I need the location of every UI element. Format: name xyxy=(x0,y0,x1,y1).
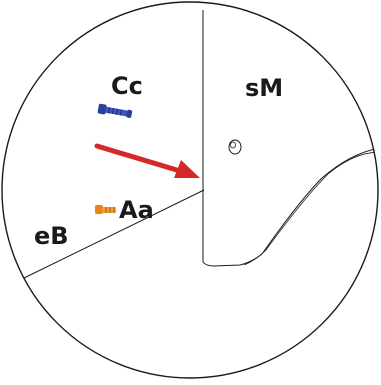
blue-screw-icon xyxy=(97,103,133,118)
detail-circle xyxy=(1,1,379,379)
label-sm: sM xyxy=(245,74,284,102)
hole-icon xyxy=(228,139,242,155)
label-cc: Cc xyxy=(111,72,143,100)
orange-screw-icon xyxy=(95,205,116,214)
label-aa: Aa xyxy=(119,196,154,224)
label-eb: eB xyxy=(34,222,69,250)
arrow-right-icon xyxy=(94,143,200,178)
section-line xyxy=(21,189,205,280)
curved-edge xyxy=(243,151,378,266)
